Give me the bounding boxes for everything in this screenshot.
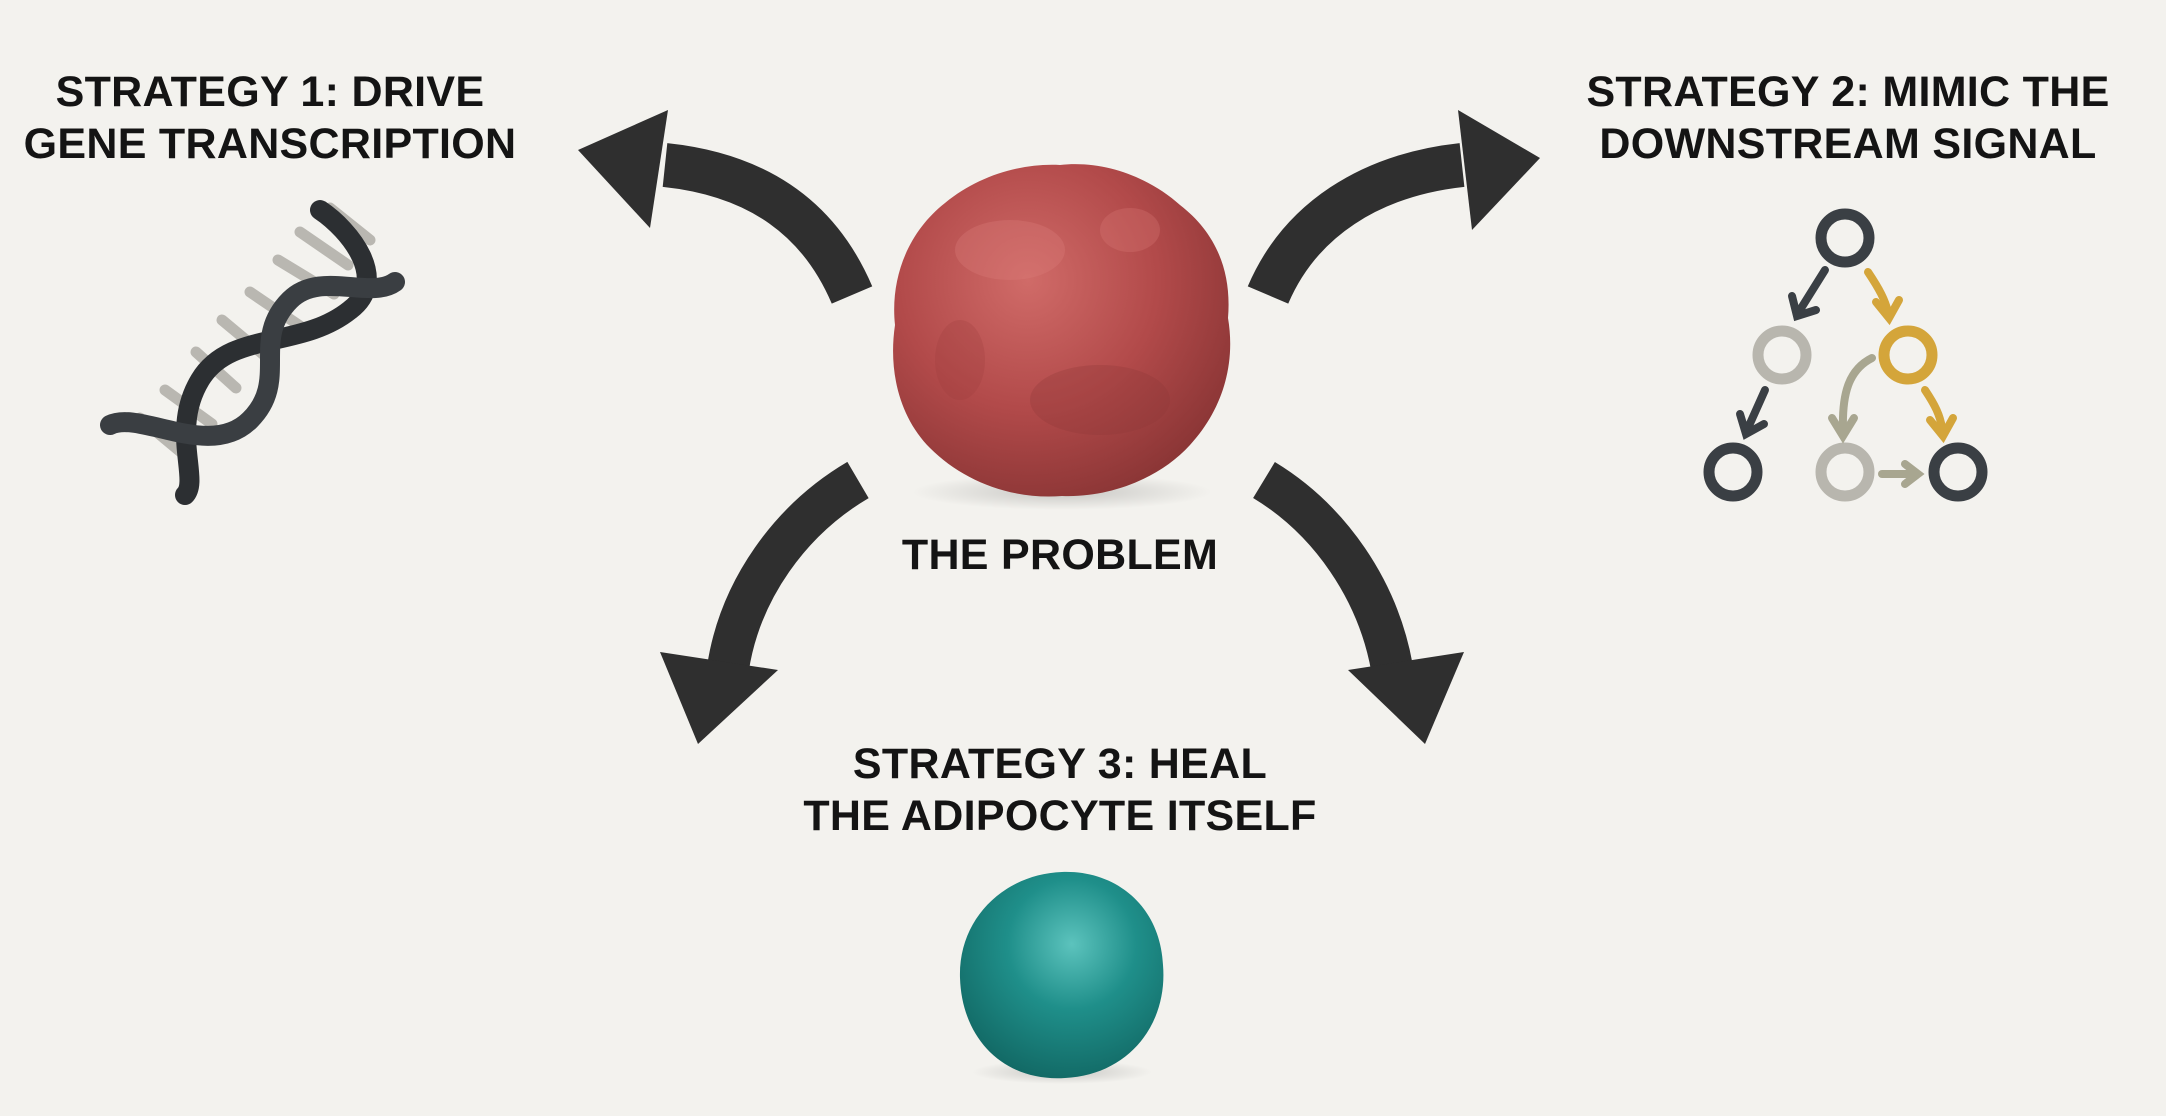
arrow-to-strategy-3-right <box>1252 462 1464 744</box>
strategy-3-line-1: STRATEGY 3: HEAL <box>852 740 1268 788</box>
arrow-to-strategy-1 <box>578 110 873 305</box>
problem-label-text: THE PROBLEM <box>901 531 1219 579</box>
dna-helix-icon <box>100 200 405 505</box>
strategy-2-line-2: DOWNSTREAM SIGNAL <box>1599 120 2097 168</box>
signaling-cascade-icon <box>1703 208 1988 502</box>
strategy-2-label: STRATEGY 2: MIMIC THE DOWNSTREAM SIGNAL <box>1568 66 2128 170</box>
problem-label: THE PROBLEM <box>860 529 1260 581</box>
strategy-1-line-2: GENE TRANSCRIPTION <box>23 120 517 168</box>
strategy-3-label: STRATEGY 3: HEAL THE ADIPOCYTE ITSELF <box>760 738 1360 842</box>
strategy-1-label: STRATEGY 1: DRIVE GENE TRANSCRIPTION <box>10 66 530 170</box>
arrow-to-strategy-2 <box>1247 110 1540 305</box>
strategy-1-line-1: STRATEGY 1: DRIVE <box>55 68 485 116</box>
problem-cell-icon <box>893 164 1231 510</box>
arrow-to-strategy-3 <box>660 461 869 744</box>
healthy-adipocyte-icon <box>959 871 1164 1084</box>
strategy-3-line-2: THE ADIPOCYTE ITSELF <box>803 792 1317 840</box>
strategy-2-line-1: STRATEGY 2: MIMIC THE <box>1586 68 2110 116</box>
